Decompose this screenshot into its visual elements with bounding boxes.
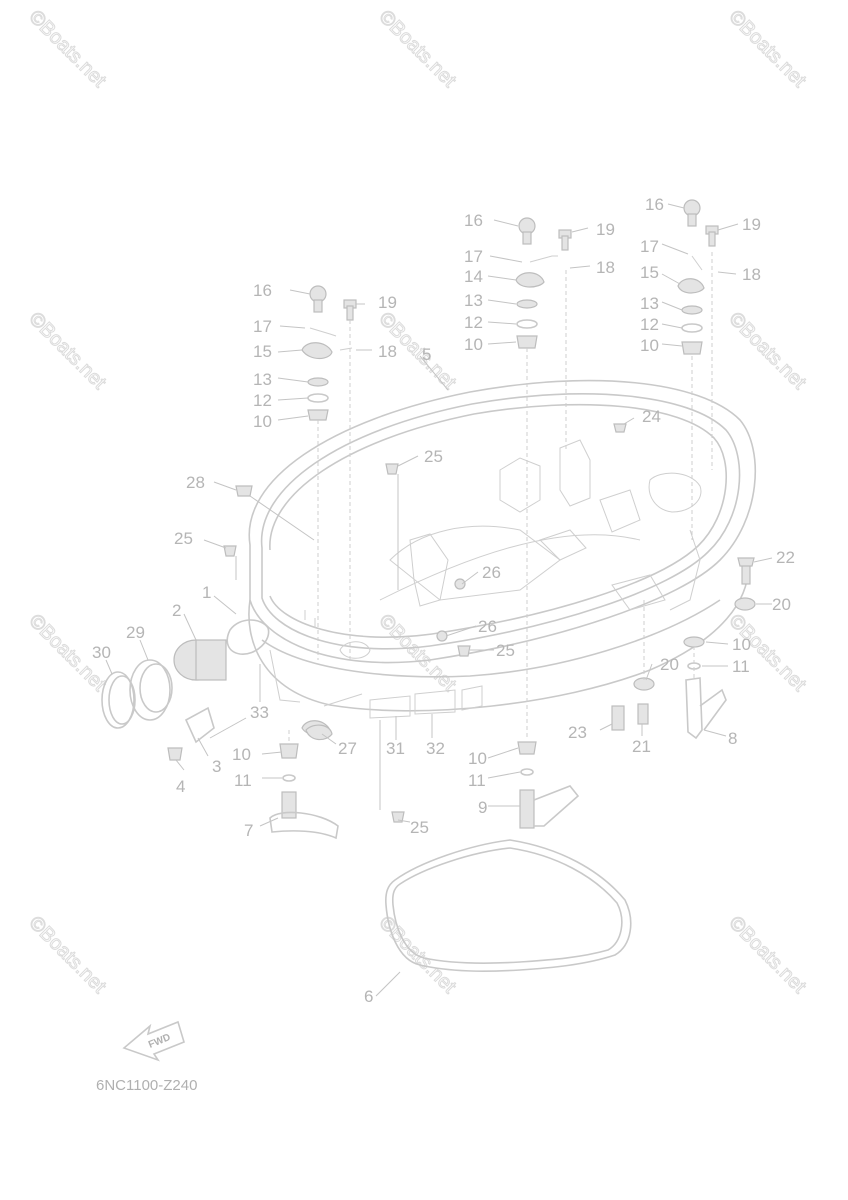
callout-15: 15 (253, 342, 272, 361)
right-hook-assembly (677, 199, 719, 540)
callout-13: 13 (253, 370, 272, 389)
callout-10: 10 (253, 412, 272, 431)
callout-16: 16 (253, 281, 272, 300)
callout-11: 11 (468, 771, 486, 790)
callout-29: 29 (126, 623, 145, 642)
callout-14: 14 (464, 267, 483, 286)
callout-25: 25 (410, 818, 429, 837)
callout-17: 17 (253, 317, 272, 336)
callout-24: 24 (642, 407, 661, 426)
left-hook-assembly (301, 285, 357, 660)
callout-12: 12 (640, 315, 659, 334)
callout-28: 28 (186, 473, 205, 492)
watermark: ©Boats.net (724, 308, 810, 394)
callout-19: 19 (596, 220, 615, 239)
right-side-parts (611, 557, 756, 740)
callout-10: 10 (468, 749, 487, 768)
callout-1: 1 (202, 583, 211, 602)
callout-22: 22 (776, 548, 795, 567)
callout-26: 26 (482, 563, 501, 582)
watermarks: ©Boats.net ©Boats.net ©Boats.net ©Boats.… (24, 5, 811, 998)
fasteners (223, 423, 627, 823)
callout-5: 5 (422, 345, 431, 364)
callout-27: 27 (338, 739, 357, 758)
callout-30: 30 (92, 643, 111, 662)
callout-25: 25 (174, 529, 193, 548)
intake-assembly (101, 619, 270, 761)
callout-16: 16 (645, 195, 664, 214)
callout-16: 16 (464, 211, 483, 230)
callout-31: 31 (386, 739, 405, 758)
callout-10: 10 (464, 335, 483, 354)
watermark: ©Boats.net (24, 308, 110, 394)
callout-13: 13 (640, 294, 659, 313)
diagram-code: 6NC1100-Z240 (96, 1077, 197, 1094)
callout-11: 11 (234, 771, 252, 790)
callout-12: 12 (464, 313, 483, 332)
callout-26: 26 (478, 617, 497, 636)
callout-10: 10 (232, 745, 251, 764)
callout-17: 17 (464, 247, 483, 266)
watermark: ©Boats.net (374, 6, 460, 92)
callout-8: 8 (728, 729, 737, 748)
callout-32: 32 (426, 739, 445, 758)
callout-23: 23 (568, 723, 587, 742)
callout-6: 6 (364, 987, 373, 1006)
lever-9-assembly (517, 741, 580, 829)
watermark: ©Boats.net (24, 912, 110, 998)
center-hook-assembly (515, 217, 572, 740)
callout-7: 7 (244, 821, 253, 840)
callout-4: 4 (176, 777, 185, 796)
callout-9: 9 (478, 798, 487, 817)
callout-18: 18 (378, 342, 397, 361)
callout-25: 25 (496, 641, 515, 660)
callouts: 16 19 17 15 18 13 12 10 16 19 17 18 14 1… (92, 195, 795, 1006)
callout-33: 33 (250, 703, 269, 722)
leader-lines (105, 203, 773, 997)
callout-13: 13 (464, 291, 483, 310)
callout-20: 20 (660, 655, 679, 674)
callout-12: 12 (253, 391, 272, 410)
watermark: ©Boats.net (724, 912, 810, 998)
callout-15: 15 (640, 263, 659, 282)
callout-25: 25 (424, 447, 443, 466)
watermark: ©Boats.net (24, 6, 110, 92)
callout-19: 19 (378, 293, 397, 312)
callout-19: 19 (742, 215, 761, 234)
callout-10: 10 (732, 635, 751, 654)
callout-20: 20 (772, 595, 791, 614)
callout-18: 18 (596, 258, 615, 277)
callout-18: 18 (742, 265, 761, 284)
callout-2: 2 (172, 601, 181, 620)
lever-7-assembly (269, 730, 339, 840)
fwd-arrow: FWD (122, 1020, 185, 1062)
watermark: ©Boats.net (374, 610, 460, 696)
rubber-seal (385, 839, 632, 972)
callout-10: 10 (640, 336, 659, 355)
watermark: ©Boats.net (724, 6, 810, 92)
bottom-cowling (248, 379, 757, 719)
callout-11: 11 (732, 657, 750, 676)
callout-17: 17 (640, 237, 659, 256)
callout-3: 3 (212, 757, 221, 776)
callout-21: 21 (632, 737, 651, 756)
